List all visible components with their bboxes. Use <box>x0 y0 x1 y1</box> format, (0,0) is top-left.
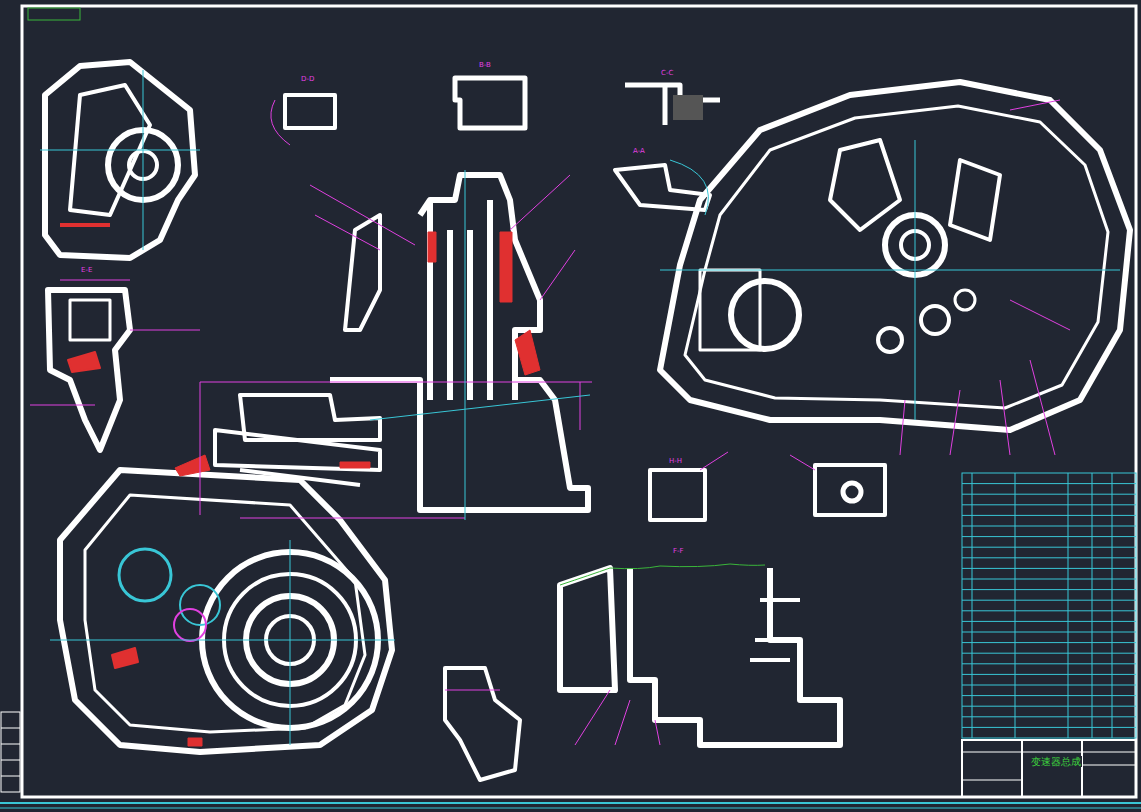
housing-view-right <box>660 82 1130 455</box>
sheet-frame <box>0 6 1141 808</box>
housing-view-bottom-left <box>50 470 395 752</box>
drawing-title: 变速器总成 <box>1030 756 1082 767</box>
main-section-view <box>175 170 592 520</box>
section-label: A-A <box>632 148 646 156</box>
section-label: D-D <box>300 76 315 84</box>
title-block <box>962 740 1136 797</box>
section-label: F-F <box>672 548 685 556</box>
section-f-f <box>560 564 840 745</box>
section-label: B-B <box>478 62 492 70</box>
housing-view-top-left <box>40 62 200 258</box>
detail-sections <box>271 78 885 780</box>
section-label: C-C <box>660 70 674 78</box>
section-label: E-E <box>80 267 93 275</box>
parts-list-table <box>962 473 1136 738</box>
section-left-middle <box>30 280 200 450</box>
section-label: H-H <box>668 458 683 466</box>
